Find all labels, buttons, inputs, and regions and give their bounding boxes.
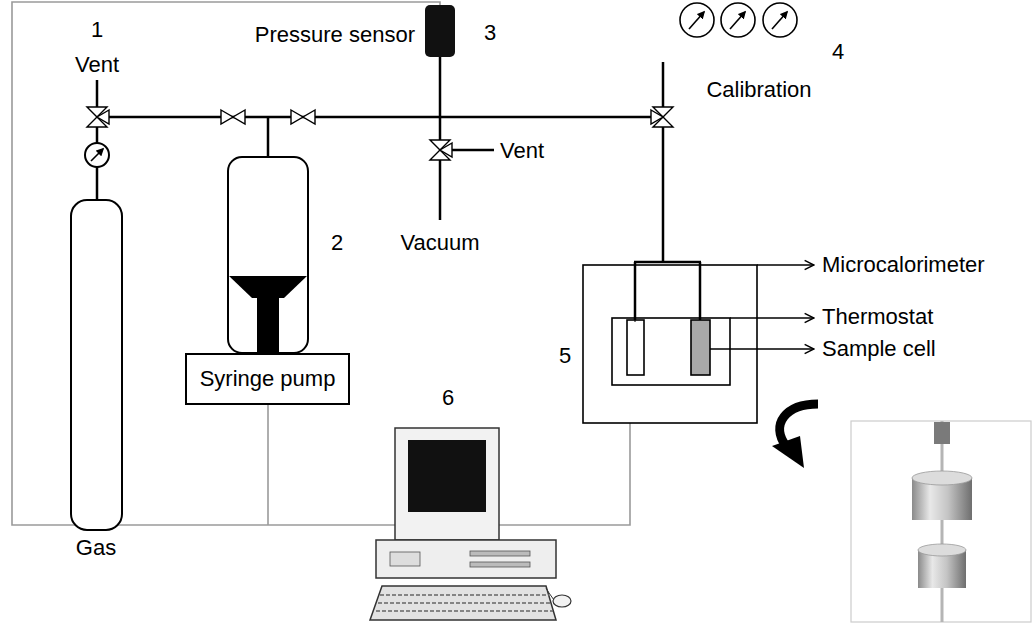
gas-pipe [439, 57, 442, 140]
valve-symbol [303, 110, 315, 124]
pointer-arrow-head [772, 436, 804, 468]
leader-arrow [710, 348, 814, 349]
valve-symbol [440, 143, 452, 157]
gas-pipe [662, 62, 665, 107]
gas-pipe [634, 262, 637, 320]
part-label: Pressure sensor [255, 22, 415, 47]
calibration-gauge [680, 3, 714, 37]
signal-wire [267, 405, 269, 525]
cell-photo-tube [941, 421, 944, 622]
cell-photo-cup-top [918, 544, 966, 556]
gas-cylinder [71, 200, 122, 530]
gas-pipe [267, 117, 270, 157]
sample-cell [691, 320, 710, 375]
gas-pipe [439, 160, 442, 220]
part-label: Calibration [706, 77, 811, 102]
part-label: Vent [75, 52, 119, 77]
leader-arrows [710, 265, 814, 349]
computer-case [376, 540, 556, 578]
keyboard [370, 586, 556, 620]
part-label: Microcalorimeter [822, 252, 985, 277]
valve-symbol [221, 110, 233, 124]
cell-photo-frame [851, 421, 1031, 622]
mouse [553, 595, 571, 607]
gas-pipe [107, 116, 653, 119]
part-label: Thermostat [822, 304, 933, 329]
calibration-gauge [763, 3, 797, 37]
gas-pipe [97, 57, 701, 320]
part-label: Vacuum [400, 230, 479, 255]
gas-pipe [450, 149, 494, 152]
gas-pipe [96, 167, 99, 200]
thermostat-block [612, 318, 730, 385]
callout-number: 6 [442, 385, 454, 410]
syringe-barrel [228, 157, 308, 353]
valve-symbol [97, 110, 109, 124]
leader-arrow [730, 317, 814, 318]
cell-photo-cup-top [912, 471, 972, 485]
gas-pipe [699, 262, 702, 320]
calibration-gauges [680, 3, 797, 37]
gauge-needle [689, 12, 704, 29]
gauge-needle [730, 12, 745, 29]
callout-number: 4 [832, 39, 844, 64]
gauge-needle [772, 12, 787, 29]
valve-symbol [651, 110, 663, 124]
callout-number: 3 [484, 20, 496, 45]
pressure-sensor [425, 5, 455, 57]
gas-pipe [634, 261, 701, 264]
calibration-gauge [721, 3, 755, 37]
gas-pipe [96, 127, 99, 143]
reference-cell [627, 320, 644, 375]
valve-symbol [233, 110, 245, 124]
pressure-gauge [85, 143, 109, 167]
valve-symbol [87, 107, 673, 160]
gas-pipe [96, 80, 99, 107]
monitor [395, 428, 499, 540]
monitor-screen [408, 440, 486, 512]
cell-photo-fitting [934, 422, 950, 444]
callout-number: 2 [331, 230, 343, 255]
gas-pipe [662, 127, 665, 262]
microcalorimeter-housing [583, 265, 757, 423]
gauge-needle [91, 149, 103, 161]
gas-pipe [635, 320, 636, 322]
valve-symbol [291, 110, 303, 124]
keyboard-keys [376, 595, 553, 611]
box-label: Syringe pump [200, 366, 336, 391]
disk-slot [470, 551, 530, 556]
part-label: Vent [500, 138, 544, 163]
piston-rod [257, 296, 279, 353]
leader-arrow [757, 264, 814, 265]
part-label: Sample cell [822, 336, 936, 361]
callout-number: 1 [91, 17, 103, 42]
callout-number: 5 [559, 343, 571, 368]
syringe-piston [229, 276, 307, 298]
mouse-cable [546, 588, 554, 600]
disk-slot [470, 562, 530, 567]
part-label: Gas [76, 535, 116, 560]
power-panel [390, 552, 420, 566]
process-box: Syringe pump [185, 353, 350, 405]
